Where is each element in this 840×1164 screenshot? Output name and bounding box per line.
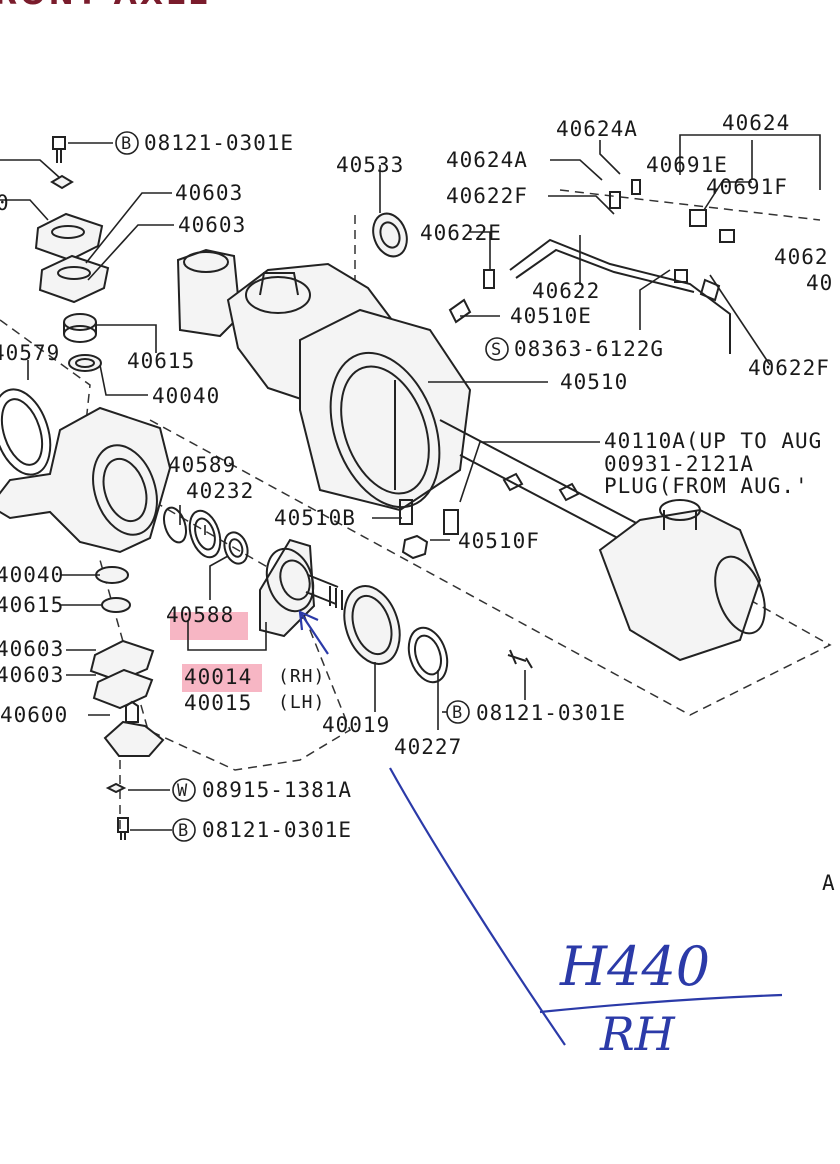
svg-text:B: B: [121, 134, 131, 154]
highlight-40588: [170, 612, 248, 640]
label-40622f: 40622F: [446, 184, 528, 208]
label-40510e: 40510E: [510, 304, 592, 328]
bolt-icon: [115, 131, 139, 155]
label-08121-0301e-bot: 08121-0301E: [202, 818, 352, 842]
label-4062-edge: 4062: [774, 245, 829, 269]
knuckle-assembly: [0, 136, 533, 840]
label-00931-2121a: 00931-2121A: [604, 452, 754, 476]
page-title: RONT AXLE: [0, 0, 212, 12]
handwritten-code: H440: [559, 935, 710, 998]
label-40603-b: 40603: [178, 213, 246, 237]
label-40510f: 40510F: [458, 529, 540, 553]
label-40600: 40600: [0, 703, 68, 727]
label-40622: 40622: [532, 279, 600, 303]
svg-text:(RH): (RH): [278, 666, 325, 687]
label-40691e: 40691E: [646, 153, 728, 177]
svg-text:W: W: [177, 781, 188, 801]
label-40227: 40227: [394, 735, 462, 759]
label-40624: 40624: [722, 111, 790, 135]
svg-text:0: 0: [0, 191, 10, 215]
label-40691f: 40691F: [706, 175, 788, 199]
label-40-edge: 40: [806, 271, 833, 295]
part-labels: B 08121-0301E 0 40603 40603 40615 40579 …: [0, 111, 836, 895]
label-40040-left: 40040: [0, 563, 64, 587]
label-40624a-top: 40624A: [556, 117, 638, 141]
label-40579: 40579: [0, 341, 60, 365]
handwritten-side: RH: [599, 1007, 676, 1061]
label-40510b: 40510B: [274, 506, 356, 530]
label-40232: 40232: [186, 479, 254, 503]
label-40622f-right: 40622F: [748, 356, 830, 380]
label-40110a: 40110A(UP TO AUG: [604, 429, 822, 453]
washer-icon: [172, 778, 196, 802]
label-plug: PLUG(FROM AUG.': [604, 474, 809, 498]
breather-guide: [559, 189, 821, 221]
label-40589: 40589: [168, 453, 236, 477]
label-40622e: 40622E: [420, 221, 502, 245]
label-40615: 40615: [127, 349, 195, 373]
bolt-icon: [446, 700, 470, 724]
leader-lines: [0, 134, 821, 831]
label-a-edge: A: [822, 871, 836, 895]
label-40624a-mid: 40624A: [446, 148, 528, 172]
label-08915-1381a: 08915-1381A: [202, 778, 352, 802]
label-40019: 40019: [322, 713, 390, 737]
label-40603-left-a: 40603: [0, 637, 64, 661]
label-40040: 40040: [152, 384, 220, 408]
label-08363-6122g: 08363-6122G: [514, 337, 664, 361]
svg-text:(LH): (LH): [278, 692, 325, 713]
label-08121-0301e-mid: 08121-0301E: [476, 701, 626, 725]
label-40588: 40588: [166, 603, 234, 627]
screw-icon: [485, 337, 509, 361]
svg-text:B: B: [178, 821, 188, 841]
label-40603-left-b: 40603: [0, 663, 64, 687]
svg-text:B: B: [452, 703, 462, 723]
handwritten-note: H440 RH: [389, 767, 783, 1061]
label-40014: 40014: [184, 665, 252, 689]
label-40015: 40015: [184, 691, 252, 715]
label-40533: 40533: [336, 153, 404, 177]
highlight-40014: [182, 664, 262, 692]
bolt-icon: [172, 818, 196, 842]
label-40615-left: 40615: [0, 593, 64, 617]
label-40603-a: 40603: [175, 181, 243, 205]
label-08121-0301e-top: 08121-0301E: [144, 131, 294, 155]
svg-text:S: S: [491, 340, 501, 360]
differential-carrier: [176, 179, 766, 662]
assembly-outline-left: [0, 319, 351, 771]
label-40510: 40510: [560, 370, 628, 394]
